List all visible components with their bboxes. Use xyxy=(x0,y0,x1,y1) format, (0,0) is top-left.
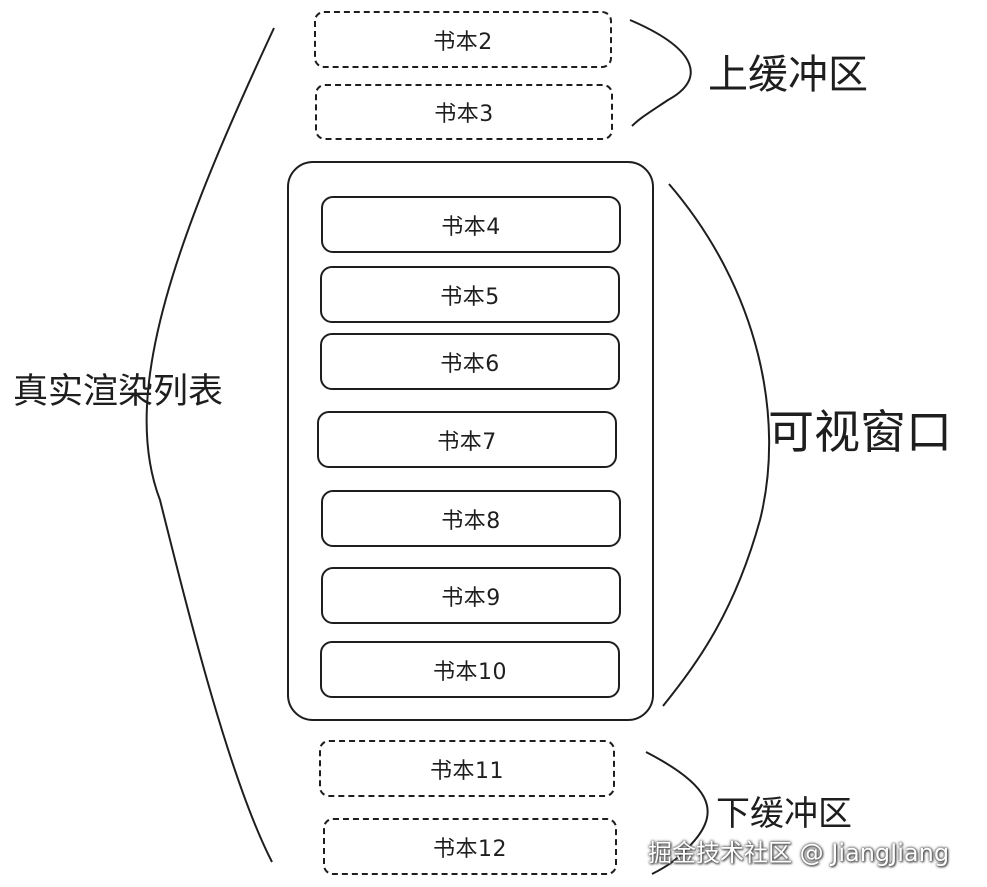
lower-buffer-brace xyxy=(645,751,709,875)
buffer-item-book3: 书本3 xyxy=(315,84,613,140)
visible-item-book6: 书本6 xyxy=(320,333,620,390)
real-list-brace xyxy=(145,27,275,863)
visible-item-book8: 书本8 xyxy=(321,490,621,547)
visible-window-brace xyxy=(662,183,771,707)
buffer-item-book11: 书本11 xyxy=(319,740,615,797)
visible-item-book5: 书本5 xyxy=(320,266,620,323)
visible-item-book10: 书本10 xyxy=(320,641,620,698)
upper-buffer-brace xyxy=(629,19,692,127)
watermark: 掘金技术社区 @ JiangJiang xyxy=(648,839,950,867)
visible-window-frame xyxy=(287,161,654,721)
buffer-item-book12: 书本12 xyxy=(323,818,617,875)
upper-buffer-label: 上缓冲区 xyxy=(708,52,868,98)
lower-buffer-label: 下缓冲区 xyxy=(716,794,852,834)
buffer-item-book2: 书本2 xyxy=(314,11,612,68)
visible-item-book9: 书本9 xyxy=(321,567,621,624)
visible-window-label: 可视窗口 xyxy=(768,405,952,459)
real-render-list-label: 真实渲染列表 xyxy=(13,372,224,412)
visible-item-book7: 书本7 xyxy=(317,411,617,468)
visible-item-book4: 书本4 xyxy=(321,196,621,253)
